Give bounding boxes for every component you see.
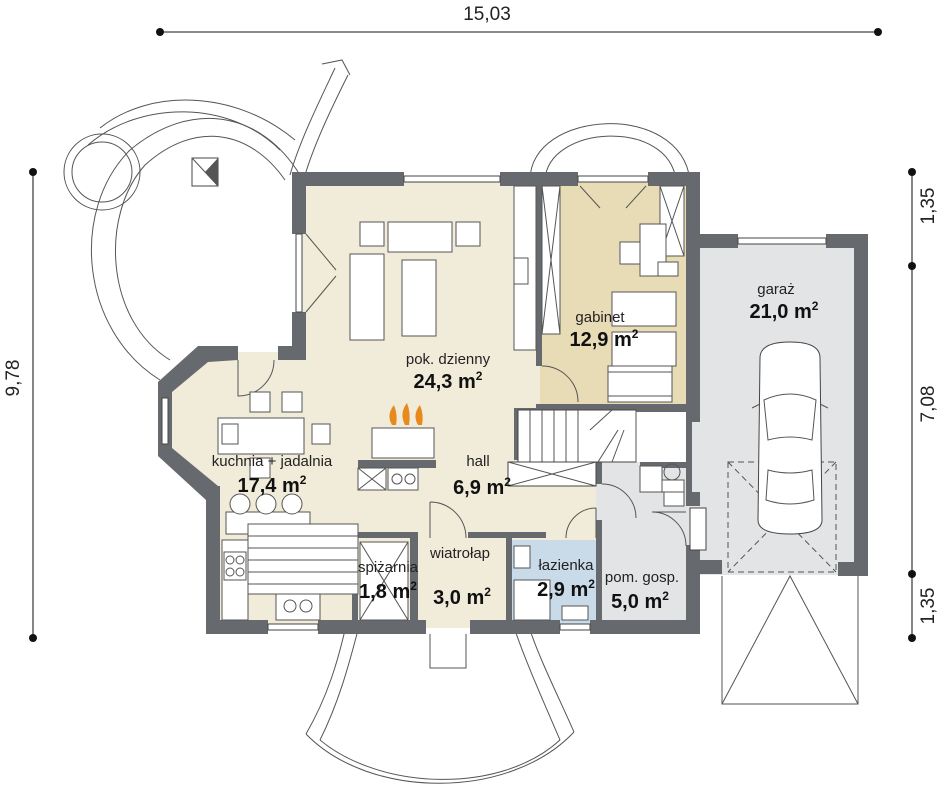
overall-width-label: 15,03 [463, 4, 511, 25]
garage-name: garaż [757, 281, 795, 298]
utility-room-area: 5,0 m2 [611, 589, 669, 613]
fireplace [357, 403, 436, 491]
living-room-name: pok. dzienny [406, 351, 491, 368]
garage-car [727, 341, 837, 573]
utility-room-name: pom. gosp. [605, 569, 679, 586]
kitchen-area: 17,4 m2 [238, 473, 307, 497]
study-name: gabinet [575, 309, 625, 326]
windows [161, 175, 827, 631]
pantry-area: 1,8 m2 [359, 579, 417, 603]
staircase [507, 409, 637, 487]
study-bay-arch [529, 123, 691, 181]
vestibule-name: wiatrołap [429, 545, 490, 562]
entrance-arch [305, 629, 575, 784]
living-room-area: 24,3 m2 [414, 369, 483, 393]
study-area: 12,9 m2 [570, 327, 639, 351]
dimension-lines: 15,03 9,78 1,35 7,08 1,35 [3, 4, 939, 642]
room-labels: pok. dzienny 24,3 m2 gabinet 12,9 m2 gar… [212, 281, 819, 613]
kitchen-furniture [217, 391, 409, 621]
bathroom-name: łazienka [538, 557, 594, 574]
vestibule-area: 3,0 m2 [433, 585, 491, 609]
right-middle-dimension: 7,08 [918, 386, 939, 423]
kitchen-name: kuchnia + jadalnia [212, 453, 333, 470]
bathroom-fixtures [513, 463, 685, 621]
right-bottom-dimension: 1,35 [918, 588, 939, 625]
study-furniture [607, 185, 685, 403]
bathroom-area: 2,9 m2 [537, 577, 595, 601]
overall-depth-label: 9,78 [3, 360, 24, 397]
hall-name: hall [466, 453, 489, 470]
hall-area: 6,9 m2 [453, 475, 511, 499]
pantry-name: spiżarnia [358, 559, 419, 576]
doors [237, 185, 707, 669]
right-top-dimension: 1,35 [918, 188, 939, 225]
driveway [721, 574, 859, 705]
living-furniture [349, 185, 561, 351]
garage-area: 21,0 m2 [750, 299, 819, 323]
terrace-pergola [63, 59, 351, 381]
